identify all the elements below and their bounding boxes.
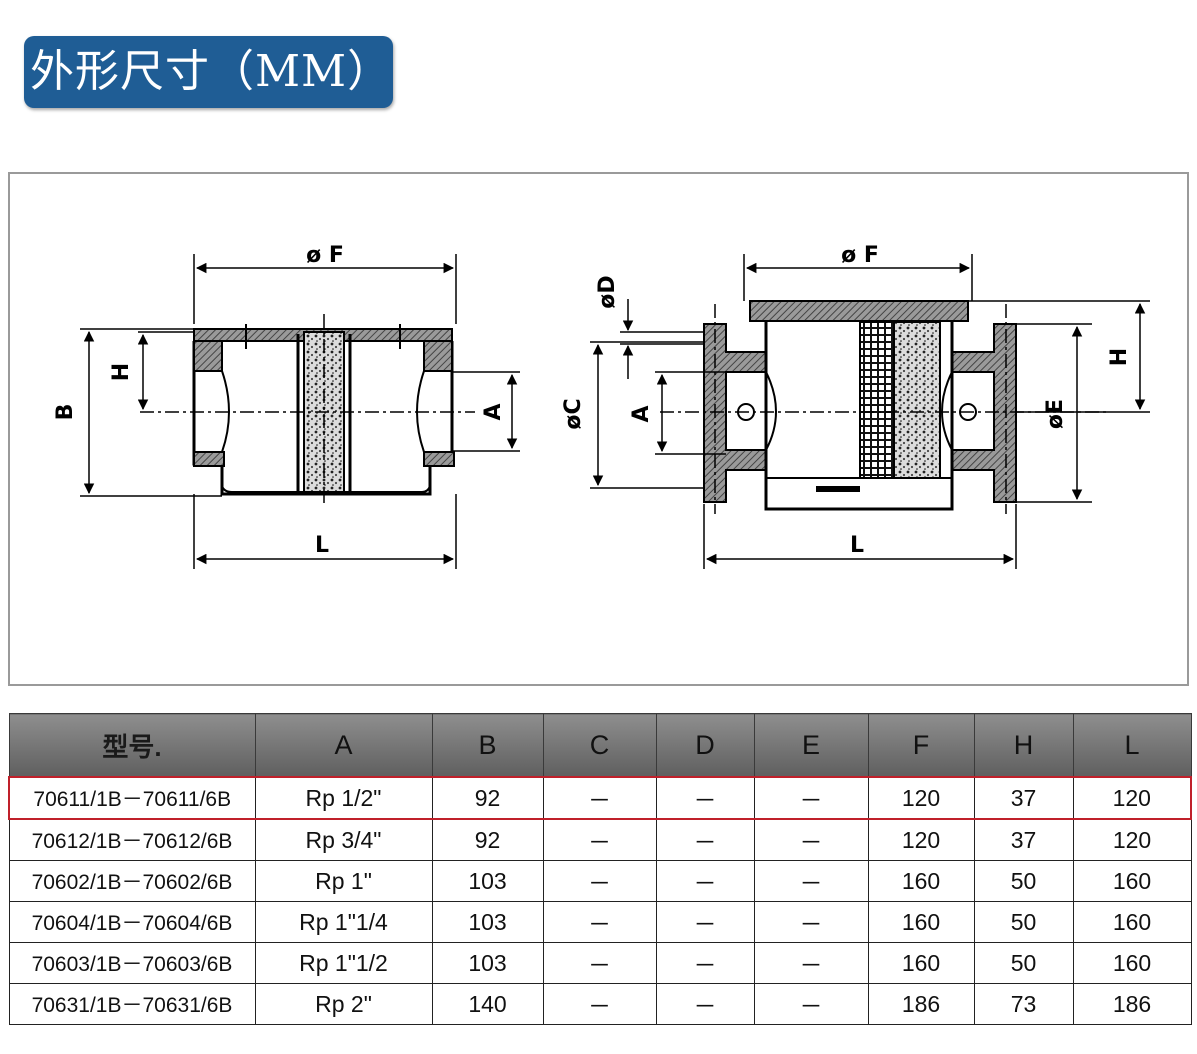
cell-f: 160	[867, 942, 975, 984]
cell-a: Rp 1"1/2	[254, 942, 433, 984]
cell-f: 120	[867, 818, 975, 861]
cell-e: －	[753, 776, 869, 820]
cell-model: 70604/1B－70604/6B	[8, 901, 256, 943]
right-dim-f-label: ø F	[841, 243, 879, 268]
right-dim-d-label: øD	[595, 275, 620, 308]
right-dim-h-label: H	[1107, 348, 1132, 366]
cell-f: 160	[867, 860, 975, 902]
cell-b: 103	[431, 942, 544, 984]
cell-model: 70602/1B－70602/6B	[8, 860, 256, 902]
cell-model: 70603/1B－70603/6B	[8, 942, 256, 984]
cell-d: －	[655, 818, 755, 861]
cell-d: －	[655, 942, 755, 984]
cell-a: Rp 1"1/4	[254, 901, 433, 943]
cell-l: 120	[1072, 776, 1192, 820]
header-a: A	[254, 713, 433, 778]
table-row: 70631/1B－70631/6B Rp 2" 140 － － － 186 73…	[8, 983, 1192, 1025]
cell-c: －	[542, 942, 657, 984]
cell-e: －	[753, 901, 869, 943]
header-h: H	[973, 713, 1074, 778]
right-dim-l-label: L	[850, 533, 864, 558]
table-row: 70612/1B－70612/6B Rp 3/4" 92 － － － 120 3…	[8, 818, 1192, 861]
cell-h: 73	[973, 983, 1074, 1025]
table-row: 70611/1B－70611/6B Rp 1/2" 92 － － － 120 3…	[8, 776, 1192, 820]
cell-model: 70612/1B－70612/6B	[8, 818, 256, 861]
cell-c: －	[542, 776, 657, 820]
cell-b: 92	[431, 776, 544, 820]
cell-d: －	[655, 776, 755, 820]
threaded-filter-drawing: ø F L B H A	[53, 243, 520, 569]
cell-c: －	[542, 818, 657, 861]
cell-b: 140	[431, 983, 544, 1025]
cell-h: 50	[973, 901, 1074, 943]
cell-l: 120	[1072, 818, 1192, 861]
cell-e: －	[753, 942, 869, 984]
left-dim-l-label: L	[315, 533, 329, 558]
cell-f: 186	[867, 983, 975, 1025]
table-row: 70603/1B－70603/6B Rp 1"1/2 103 － － － 160…	[8, 942, 1192, 984]
cell-a: Rp 1/2"	[254, 776, 433, 820]
table-row: 70604/1B－70604/6B Rp 1"1/4 103 － － － 160…	[8, 901, 1192, 943]
cell-c: －	[542, 983, 657, 1025]
header-l: L	[1072, 713, 1192, 778]
cell-e: －	[753, 983, 869, 1025]
cell-l: 160	[1072, 901, 1192, 943]
cell-c: －	[542, 901, 657, 943]
cell-l: 160	[1072, 860, 1192, 902]
cell-model: 70631/1B－70631/6B	[8, 983, 256, 1025]
table-row: 70602/1B－70602/6B Rp 1" 103 － － － 160 50…	[8, 860, 1192, 902]
right-dim-a-label: A	[629, 405, 654, 422]
header-f: F	[867, 713, 975, 778]
cell-l: 186	[1072, 983, 1192, 1025]
right-dim-c-label: øC	[561, 398, 586, 429]
cell-a: Rp 1"	[254, 860, 433, 902]
cell-c: －	[542, 860, 657, 902]
cell-b: 103	[431, 860, 544, 902]
cell-d: －	[655, 860, 755, 902]
cell-model: 70611/1B－70611/6B	[8, 776, 256, 820]
cell-a: Rp 2"	[254, 983, 433, 1025]
header-d: D	[655, 713, 755, 778]
cell-f: 120	[867, 776, 975, 820]
cell-b: 103	[431, 901, 544, 943]
left-dim-h-label: H	[109, 363, 134, 381]
dimension-drawing-panel: ø F L B H A	[8, 172, 1189, 686]
cell-h: 50	[973, 860, 1074, 902]
cell-h: 50	[973, 942, 1074, 984]
cell-e: －	[753, 818, 869, 861]
left-dim-b-label: B	[53, 404, 78, 421]
header-model: 型号.	[8, 713, 256, 778]
left-dim-f-label: ø F	[306, 243, 344, 268]
cell-l: 160	[1072, 942, 1192, 984]
table-header-row: 型号. A B C D E F H L	[8, 713, 1192, 778]
left-dim-a-label: A	[481, 403, 506, 420]
cell-d: －	[655, 983, 755, 1025]
header-e: E	[753, 713, 869, 778]
header-c: C	[542, 713, 657, 778]
dimensions-table: 型号. A B C D E F H L 70611/1B－70611/6B Rp…	[8, 713, 1192, 1025]
cell-e: －	[753, 860, 869, 902]
technical-drawings: ø F L B H A	[53, 243, 1150, 569]
cell-h: 37	[973, 776, 1074, 820]
header-b: B	[431, 713, 544, 778]
cell-b: 92	[431, 818, 544, 861]
cell-h: 37	[973, 818, 1074, 861]
right-dim-e-label: øE	[1043, 399, 1068, 429]
cell-d: －	[655, 901, 755, 943]
cell-f: 160	[867, 901, 975, 943]
flanged-filter-drawing: ø F L øD øC A øE	[561, 243, 1150, 569]
cell-a: Rp 3/4"	[254, 818, 433, 861]
page-title: 外形尺寸（MM）	[24, 36, 393, 108]
